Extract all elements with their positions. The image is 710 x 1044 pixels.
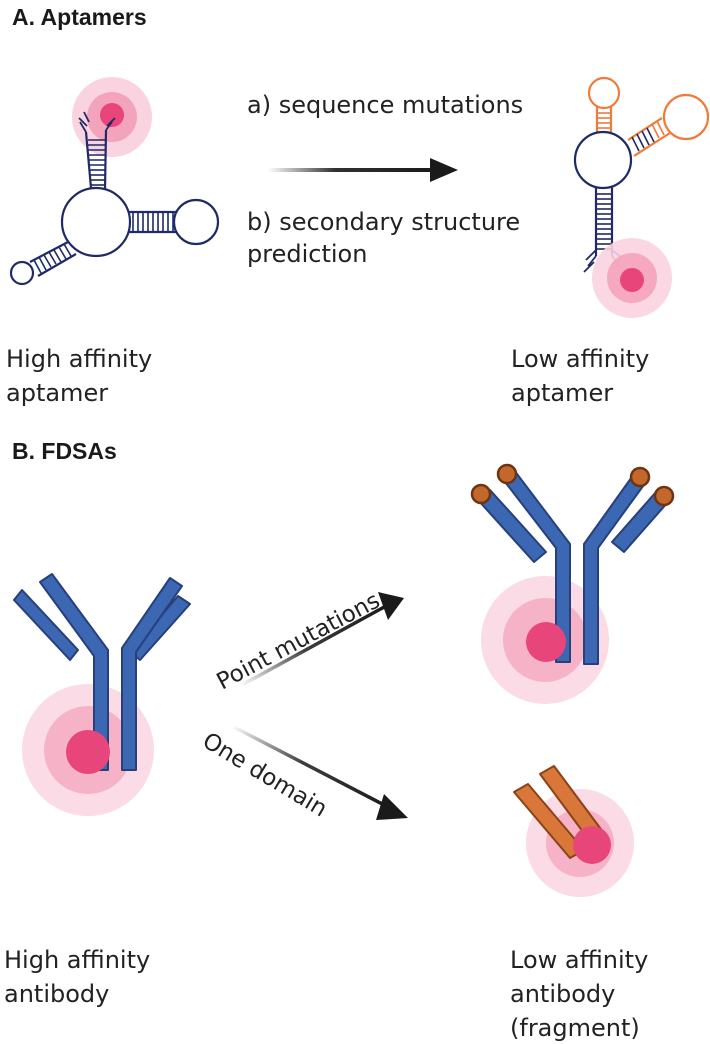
antigen-fragment <box>573 826 611 864</box>
caption-low-affinity-antibody-line1: Low affinity <box>510 946 648 974</box>
arrow-label-sequence-mutations: a) sequence mutations <box>247 91 523 119</box>
antigen-right <box>526 622 566 662</box>
caption-high-affinity-antibody-line1: High affinity <box>4 946 150 974</box>
caption-high-affinity-antibody-line2: antibody <box>4 980 109 1008</box>
high-affinity-aptamer-diagram <box>9 77 220 286</box>
low-affinity-aptamer-diagram <box>573 76 710 318</box>
caption-high-affinity-aptamer-line1: High affinity <box>6 345 152 373</box>
caption-low-affinity-aptamer-line2: aptamer <box>511 379 613 407</box>
label-point-mutations: Point mutations <box>213 588 385 696</box>
low-affinity-antibody-diagram <box>470 463 675 704</box>
caption-high-affinity-aptamer-line2: aptamer <box>6 379 108 407</box>
antibody-fragment-diagram <box>513 765 634 897</box>
arrow-one-domain <box>231 724 408 820</box>
caption-low-affinity-antibody-line2: antibody <box>510 980 615 1008</box>
mutation-tips <box>470 463 675 507</box>
aptamer-arrow <box>268 158 458 182</box>
high-affinity-antibody-diagram <box>13 573 191 816</box>
arrow-label-secondary-structure: b) secondary structure <box>247 208 520 236</box>
caption-low-affinity-antibody-line3: (fragment) <box>510 1014 640 1042</box>
section-a-heading: A. Aptamers <box>12 4 147 30</box>
arrow-label-prediction: prediction <box>247 240 367 268</box>
target-molecule-right <box>620 268 644 292</box>
target-molecule <box>100 103 124 127</box>
section-b-heading: B. FDSAs <box>12 438 117 464</box>
caption-low-affinity-aptamer-line1: Low affinity <box>511 345 649 373</box>
arrow-point-mutations <box>239 592 404 688</box>
antigen-left <box>66 730 110 774</box>
